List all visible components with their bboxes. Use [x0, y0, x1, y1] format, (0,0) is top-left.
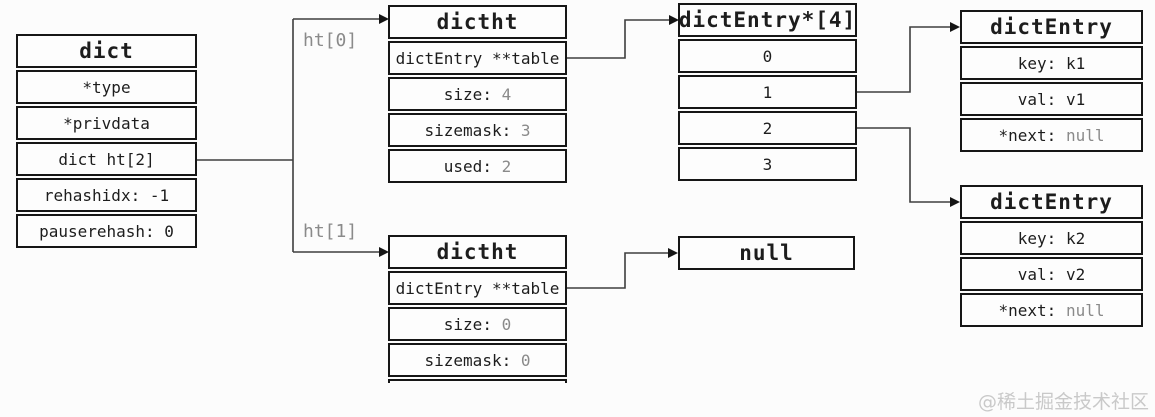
dict-struct: dict *type *privdata dict ht[2] rehashid…: [16, 34, 197, 250]
bucket-slot-0: 0: [678, 39, 857, 73]
dictht1-title: dictht: [388, 235, 567, 269]
entry-k2-row-next: *next: null: [960, 293, 1143, 327]
dictht0-title: dictht: [388, 5, 567, 39]
arrow-table1-to-null: [567, 252, 669, 289]
bucket-slot-2: 2: [678, 111, 857, 145]
dictht1-row-sizemask: sizemask: 0: [388, 343, 567, 377]
dict-title: dict: [16, 34, 197, 68]
dict-row-type: *type: [16, 70, 197, 104]
dictht0-row-sizemask: sizemask: 3: [388, 113, 567, 147]
bucket-array-title: dictEntry*[4]: [678, 3, 857, 37]
dict-row-ht: dict ht[2]: [16, 142, 197, 176]
arrowhead-null-icon: [668, 248, 678, 258]
entry-k1-row-val: val: v1: [960, 82, 1143, 116]
arrow-dict-ht-branch: [197, 18, 380, 253]
dictht1-row-size: size: 0: [388, 307, 567, 341]
arrow-bucket1-to-entry-k1: [857, 26, 951, 93]
entry-k1-title: dictEntry: [960, 10, 1143, 44]
dict-row-privdata: *privdata: [16, 106, 197, 140]
arrow-table0-to-bucket: [567, 19, 670, 59]
entry-k2-struct: dictEntry key: k2 val: v2 *next: null: [960, 185, 1143, 329]
null-box-title: null: [678, 236, 855, 270]
dict-row-rehashidx: rehashidx: -1: [16, 178, 197, 212]
entry-k2-title: dictEntry: [960, 185, 1143, 219]
bucket-slot-1: 1: [678, 75, 857, 109]
bucket-array-struct: dictEntry*[4] 0 1 2 3: [678, 3, 857, 183]
dictht1-struct: dictht dictEntry **table size: 0 sizemas…: [388, 235, 567, 383]
ht1-label: ht[1]: [303, 221, 358, 242]
entry-k1-row-next: *next: null: [960, 118, 1143, 152]
dictht1-row-table: dictEntry **table: [388, 271, 567, 305]
dictht0-struct: dictht dictEntry **table size: 4 sizemas…: [388, 5, 567, 185]
entry-k2-row-val: val: v2: [960, 257, 1143, 291]
entry-k1-struct: dictEntry key: k1 val: v1 *next: null: [960, 10, 1143, 154]
dict-row-pauserehash: pauserehash: 0: [16, 214, 197, 248]
arrowhead-entry-k2-icon: [950, 197, 960, 207]
dictht0-row-size: size: 4: [388, 77, 567, 111]
dictht1-row-clipped: [388, 379, 567, 383]
watermark: @稀土掘金技术社区: [977, 391, 1149, 413]
ht0-label: ht[0]: [303, 30, 358, 51]
entry-k2-row-key: key: k2: [960, 221, 1143, 255]
bucket-slot-3: 3: [678, 147, 857, 181]
dictht0-row-table: dictEntry **table: [388, 41, 567, 75]
arrow-bucket2-to-entry-k2: [857, 127, 951, 203]
null-box: null: [678, 236, 855, 272]
arrowhead-entry-k1-icon: [950, 22, 960, 32]
dictht0-row-used: used: 2: [388, 149, 567, 183]
entry-k1-row-key: key: k1: [960, 46, 1143, 80]
